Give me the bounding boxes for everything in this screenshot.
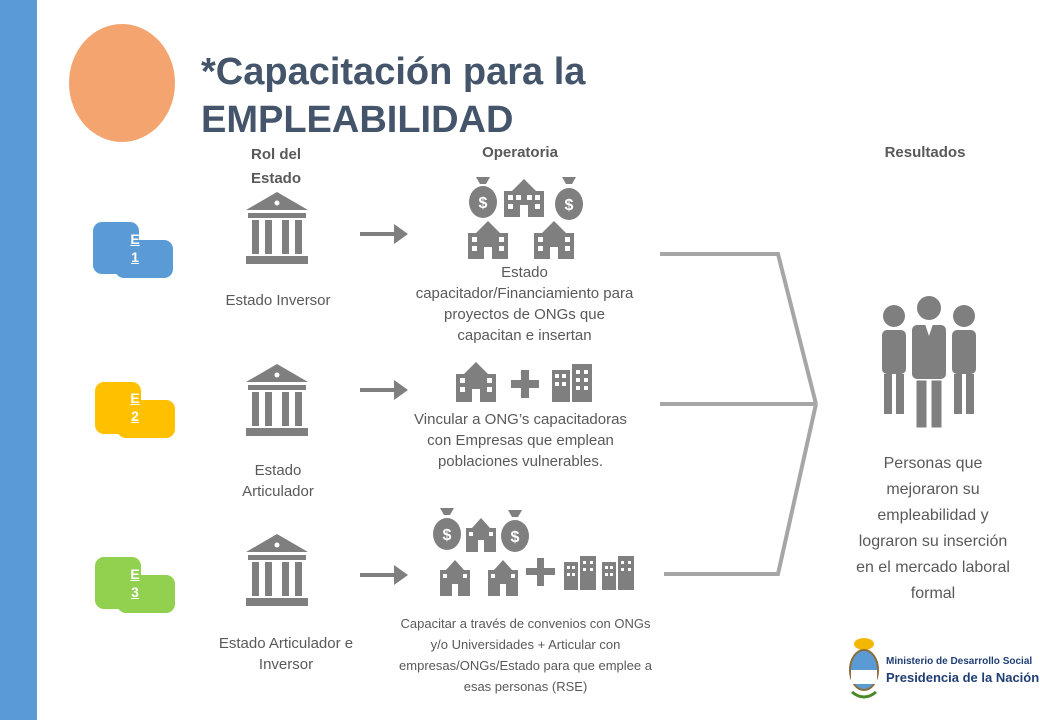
money-bag-icon: $ — [555, 177, 583, 220]
operatoria-text-2: Vincular a ONG’s capacitadoras con Empre… — [414, 411, 627, 470]
title-line-2: EMPLEABILIDAD — [201, 99, 514, 141]
left-sidebar-bar — [0, 0, 37, 720]
money-bag-icon: $ — [433, 508, 461, 550]
svg-text:$: $ — [565, 197, 574, 214]
arrow-right-icon — [360, 224, 408, 244]
government-building-icon — [246, 192, 308, 264]
arrow-right-icon — [360, 380, 408, 400]
title-line-1: *Capacitación para la — [201, 51, 586, 93]
column-header-operatoria: Operatoria — [482, 144, 558, 161]
slide-title: *Capacitación para la EMPLEABILIDAD — [201, 48, 585, 144]
badge-e2-label: E 2 — [130, 390, 140, 424]
badge-e3-body — [95, 557, 141, 609]
people-group-icon — [882, 294, 976, 429]
arrow-right-icon — [360, 565, 408, 585]
operatoria-text-3: Capacitar a través de convenios con ONGs… — [399, 616, 652, 694]
column-header-rol: Rol del Estado — [250, 146, 301, 187]
badge-e3-label: E 3 — [130, 566, 140, 600]
money-and-ngo-icons: $ $ — [468, 177, 583, 259]
building-icon — [466, 518, 496, 552]
logo-presidency-name: Presidencia de la Nación — [886, 670, 1040, 685]
plus-icon — [526, 558, 555, 586]
logo-ministry-name: Ministerio de Desarrollo Social — [886, 656, 1033, 667]
building-icon — [534, 221, 574, 259]
company-building-icon — [602, 556, 634, 590]
building-icon — [440, 560, 470, 596]
badge-e2-body — [95, 382, 141, 434]
argentina-coat-of-arms-icon — [849, 638, 879, 699]
plus-icon — [511, 370, 539, 398]
svg-text:$: $ — [443, 527, 452, 544]
company-building-icon — [564, 556, 596, 590]
government-building-icon — [246, 364, 308, 436]
building-icon — [468, 221, 508, 259]
building-icon — [488, 560, 518, 596]
money-bag-icon: $ — [469, 177, 497, 218]
svg-text:$: $ — [511, 529, 520, 546]
ngo-plus-company-icons — [456, 362, 592, 402]
result-text: Personas que mejoraron su empleabilidad … — [856, 455, 1010, 602]
government-building-icon — [246, 534, 308, 606]
column-header-resultados: Resultados — [884, 144, 966, 161]
rol-label-3: Estado Articulador e Inversor — [218, 635, 354, 673]
money-bag-icon: $ — [501, 510, 529, 552]
badge-e1-body — [93, 222, 139, 274]
decorative-circle — [69, 24, 175, 142]
operatoria-text-1: Estado capacitador/Financiamiento para p… — [415, 264, 634, 344]
rol-label-2: Estado Articulador — [242, 462, 314, 500]
building-icon — [504, 179, 544, 217]
svg-text:$: $ — [479, 195, 488, 212]
building-icon — [456, 362, 496, 402]
money-ngo-plus-company-icons: $ $ — [433, 508, 634, 596]
rol-label-1: Estado Inversor — [225, 292, 331, 309]
company-building-icon — [552, 364, 592, 402]
badge-e1-label: E 1 — [130, 231, 140, 265]
